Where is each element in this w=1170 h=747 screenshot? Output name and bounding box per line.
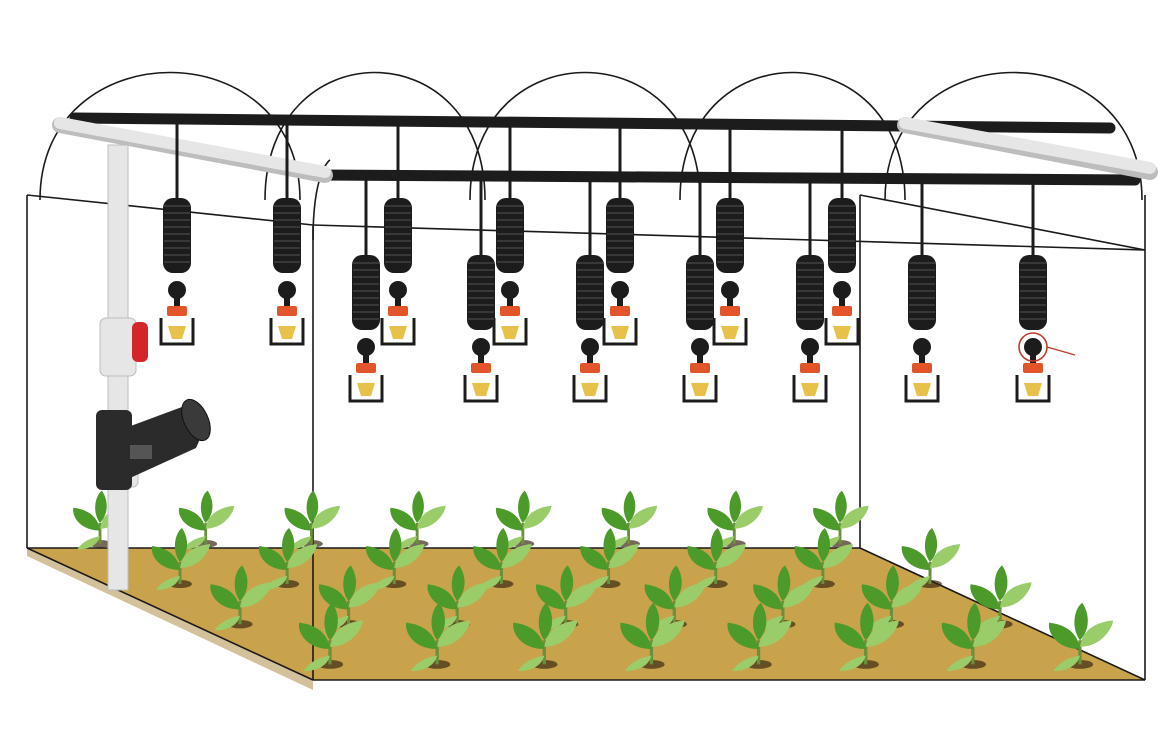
nozzle-collar [610, 306, 630, 316]
check-valve [501, 281, 519, 299]
nozzle-collar [277, 306, 297, 316]
check-valve [357, 338, 375, 356]
nozzle-collar [500, 306, 520, 316]
nozzle-deflector [472, 383, 490, 396]
sprinkler-back-3 [382, 122, 414, 344]
nozzle-deflector [389, 326, 407, 339]
nozzle-collar [471, 363, 491, 373]
check-valve [721, 281, 739, 299]
nozzle-deflector [801, 383, 819, 396]
plant-r1-2 [179, 491, 234, 550]
check-valve [833, 281, 851, 299]
right-eave [860, 195, 1145, 250]
check-valve [1024, 338, 1042, 356]
sprinkler-front-6 [906, 180, 938, 401]
sprinkler-front-1 [350, 180, 382, 401]
nozzle-collar [167, 306, 187, 316]
nozzle-deflector [611, 326, 629, 339]
valve-body [100, 318, 136, 376]
nozzle-deflector [1024, 383, 1042, 396]
highlight-pointer [1047, 347, 1075, 355]
sprinkler-front-2 [465, 180, 497, 401]
nozzle-deflector [357, 383, 375, 396]
check-valve [913, 338, 931, 356]
front-pipe [320, 175, 1135, 180]
nozzle-collar [832, 306, 852, 316]
nozzle-deflector [581, 383, 599, 396]
check-valve [389, 281, 407, 299]
sprinkler-back-7 [826, 122, 858, 344]
sprinkler-front-5 [794, 180, 826, 401]
check-valve [278, 281, 296, 299]
nozzle-collar [356, 363, 376, 373]
check-valve [581, 338, 599, 356]
nozzle-deflector [833, 326, 851, 339]
nozzle-collar [800, 363, 820, 373]
nozzle-collar [1023, 363, 1043, 373]
sprinkler-front-4 [684, 180, 716, 401]
nozzle-deflector [691, 383, 709, 396]
check-valve [168, 281, 186, 299]
nozzle-collar [720, 306, 740, 316]
sprinkler-back-6 [714, 122, 746, 344]
nozzle-collar [388, 306, 408, 316]
nozzle-deflector [278, 326, 296, 339]
nozzle-deflector [501, 326, 519, 339]
nozzle-collar [580, 363, 600, 373]
check-valve [472, 338, 490, 356]
sprinkler-back-2 [271, 122, 303, 344]
sprinkler-back-4 [494, 122, 526, 344]
sprinkler-front-3 [574, 180, 606, 401]
check-valve [691, 338, 709, 356]
valve-handle [132, 322, 148, 362]
check-valve [801, 338, 819, 356]
nozzle-deflector [913, 383, 931, 396]
overhead-pipes [60, 118, 1150, 180]
nozzle-collar [690, 363, 710, 373]
check-valve [611, 281, 629, 299]
nozzle-collar [912, 363, 932, 373]
nozzle-deflector [168, 326, 186, 339]
sprinkler-back-5 [604, 122, 636, 344]
nozzle-deflector [721, 326, 739, 339]
white-pipe-left [60, 123, 325, 172]
sprinkler-front-7 [1017, 180, 1049, 401]
filter-label-plate [130, 445, 152, 459]
